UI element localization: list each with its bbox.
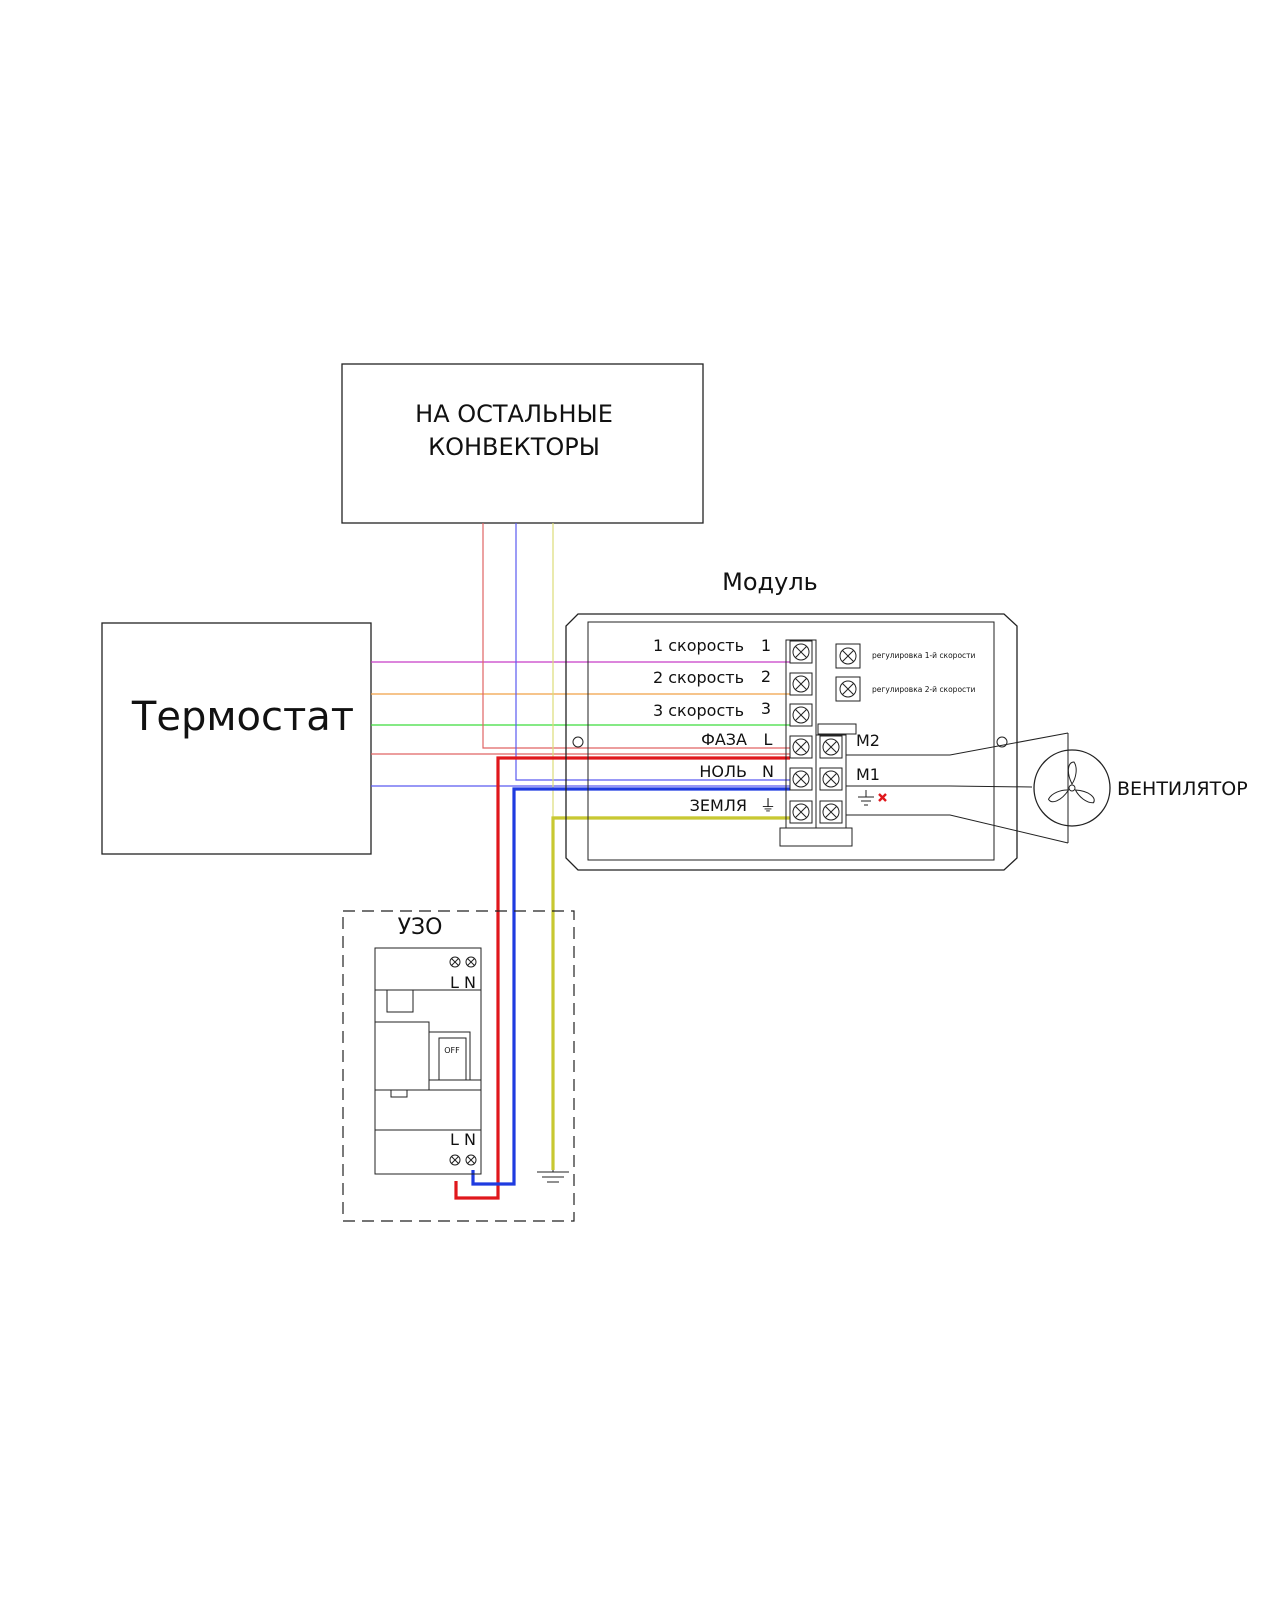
- rcd-bottom-screw-n: [465, 1154, 477, 1166]
- rcd-bottom-screw-l: [449, 1154, 461, 1166]
- code-earth: ⏚: [760, 796, 776, 815]
- terminal-screw-left-1: [789, 640, 813, 664]
- module-mount-hole: [572, 736, 584, 748]
- fan-blades-icon: [1047, 761, 1095, 804]
- fan-leads: [846, 732, 1069, 844]
- wire-phase: [454, 756, 790, 1200]
- terminal-screw-left-3: [789, 703, 813, 727]
- module-inner-panel: [587, 621, 995, 861]
- rcd-enclosure: [342, 910, 575, 1222]
- code-speed-2: 2: [761, 667, 771, 686]
- regulation-screw-1-frame: [835, 643, 861, 669]
- terminal-base: [779, 827, 853, 847]
- convectors-box: НА ОСТАЛЬНЫЕ КОНВЕКТОРЫ: [341, 363, 704, 524]
- module-earth-symbol: [858, 790, 874, 806]
- regulation-screw-2-frame: [835, 676, 861, 702]
- regulation-label-2: регулировка 2-й скорости: [872, 685, 976, 694]
- wire-earth: [551, 816, 790, 1170]
- fan-label: ВЕНТИЛЯТОР: [1117, 778, 1248, 800]
- wire-convectors-neutral: [515, 523, 790, 781]
- earth-disconnected-marker: [878, 793, 887, 802]
- rcd-title: УЗО: [398, 915, 443, 940]
- rcd-top-screw-l: [449, 956, 461, 968]
- convectors-box-frame: [341, 363, 704, 524]
- label-speed-2: 2 скорость: [653, 668, 744, 687]
- label-m1: М1: [856, 765, 880, 784]
- terminal-screw-right-1: [819, 735, 843, 759]
- rcd-window: [386, 989, 414, 1013]
- rcd-top-screw-n: [465, 956, 477, 968]
- rcd-switch-base: [428, 1079, 482, 1091]
- code-speed-3: 3: [761, 699, 771, 718]
- regulation-screw-1: [839, 647, 857, 665]
- terminal-screw-left-4: [789, 735, 813, 759]
- convectors-line-2: КОНВЕКТОРЫ: [428, 433, 600, 461]
- rcd-module-left: [374, 1021, 430, 1091]
- fan-lead-earth: [846, 814, 1069, 844]
- fan-housing: [1033, 749, 1111, 827]
- fan-lead-m1: [846, 785, 1033, 788]
- rcd-switch-label: OFF: [444, 1046, 460, 1055]
- rcd-bottom-terminals: L N: [450, 1130, 476, 1149]
- module: Модуль 1 скорость 2 скорость 3 скорость …: [565, 568, 1018, 871]
- fan-lead-m2: [846, 732, 1069, 756]
- regulation-screw-2: [839, 680, 857, 698]
- rcd-terminal-screws: [449, 956, 477, 1166]
- regulation-screws: [839, 647, 857, 698]
- code-speed-1: 1: [761, 636, 771, 655]
- label-speed-3: 3 скорость: [653, 701, 744, 720]
- label-neutral: НОЛЬ: [699, 762, 747, 781]
- rcd-top-terminals: L N: [450, 973, 476, 992]
- label-speed-1: 1 скорость: [653, 636, 744, 655]
- module-housing: [565, 613, 1018, 871]
- terminal-screws: [789, 640, 843, 824]
- regulation-label-1: регулировка 1-й скорости: [872, 651, 976, 660]
- power-wires: [454, 756, 790, 1200]
- terminal-screw-right-2: [819, 767, 843, 791]
- rcd-test-tab: [390, 1089, 408, 1098]
- wire-convectors-phase: [482, 523, 790, 749]
- terminal-block-left: [785, 639, 817, 829]
- wire-neutral: [471, 787, 790, 1186]
- fan: ВЕНТИЛЯТОР: [1033, 749, 1248, 827]
- module-title: Модуль: [722, 568, 818, 596]
- fan-mount-hole: [996, 736, 1008, 748]
- thermostat-label: Термостат: [131, 694, 354, 740]
- terminal-screw-left-5: [789, 767, 813, 791]
- label-earth: ЗЕМЛЯ: [690, 796, 747, 815]
- terminal-screw-left-6: [789, 800, 813, 824]
- code-neutral: N: [762, 762, 774, 781]
- terminal-screw-right-3: [819, 800, 843, 824]
- rcd-switch-toggle[interactable]: [438, 1037, 467, 1081]
- rcd: УЗО OFF L N L N: [342, 910, 575, 1222]
- label-phase: ФАЗА: [701, 730, 747, 749]
- code-phase: L: [764, 730, 773, 749]
- label-m2: М2: [856, 731, 880, 750]
- convectors-line-1: НА ОСТАЛЬНЫЕ: [415, 400, 613, 428]
- thermostat-frame: [101, 622, 372, 855]
- ground-symbol-icon: [537, 1170, 569, 1183]
- terminal-screw-left-2: [789, 672, 813, 696]
- rcd-switch-recess: [428, 1031, 471, 1081]
- thermostat: Термостат: [101, 622, 372, 855]
- terminal-bridge: [817, 723, 857, 735]
